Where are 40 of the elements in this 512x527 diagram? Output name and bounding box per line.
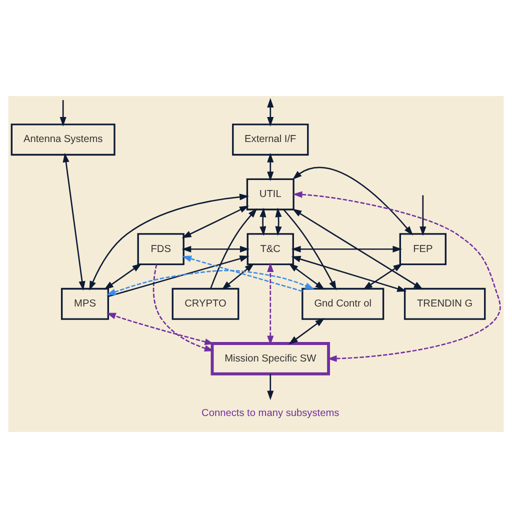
arrow — [363, 262, 403, 290]
arrow — [291, 245, 402, 252]
arrow — [267, 262, 274, 345]
arrow — [182, 205, 249, 238]
arrow — [288, 262, 325, 290]
arrow — [292, 190, 501, 362]
arrow — [210, 208, 258, 288]
arrow — [420, 194, 426, 236]
node-box: CRYPTO — [172, 287, 240, 320]
node-text: Connects to many subsystems — [202, 408, 340, 419]
arrow — [106, 269, 314, 295]
node-box: Mission Specific SW — [210, 342, 330, 375]
node-box: T&C — [246, 232, 294, 265]
arrow — [89, 193, 250, 290]
node-box: TRENDIN G — [404, 287, 486, 320]
arrow — [182, 255, 303, 292]
arrow — [62, 152, 86, 290]
arrow — [182, 245, 250, 252]
arrow — [60, 100, 66, 126]
node-box: FDS — [137, 232, 184, 265]
node-box: FEP — [399, 232, 447, 265]
arrow — [152, 264, 214, 351]
arrow — [260, 207, 266, 236]
arrow — [104, 262, 142, 290]
node-box: MPS — [60, 287, 110, 320]
node-box: Antenna Systems — [10, 123, 116, 156]
node-box: External I/F — [232, 123, 309, 156]
arrow — [267, 98, 274, 126]
arrow — [292, 208, 424, 290]
arrow — [108, 254, 250, 297]
node-box: Gnd Contr ol — [302, 287, 384, 320]
arrow — [283, 208, 336, 290]
node-box: UTIL — [246, 178, 294, 210]
arrow — [292, 166, 414, 235]
arrow — [275, 207, 282, 236]
arrow — [267, 152, 274, 181]
arrow — [267, 374, 274, 400]
arrow — [291, 255, 407, 292]
arrow — [222, 262, 254, 290]
arrow — [288, 318, 325, 344]
